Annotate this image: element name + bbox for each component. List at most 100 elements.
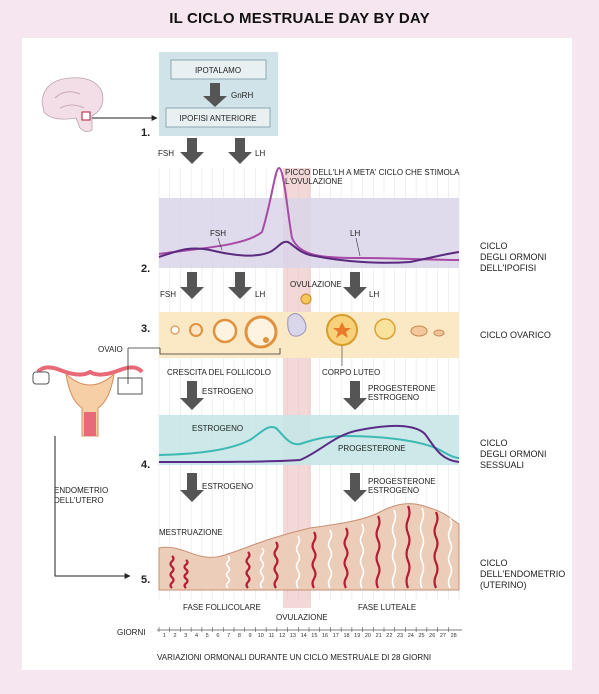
endometrio-connector	[54, 436, 131, 579]
pituitary-band	[159, 198, 459, 268]
fsh-curve	[158, 240, 460, 264]
day-tick-label: 6	[216, 633, 219, 639]
mestruazione-label: MESTRUAZIONE	[159, 528, 223, 537]
endometrium-vessel	[273, 541, 279, 589]
day-tick-label: 22	[386, 633, 392, 639]
follicles	[170, 313, 445, 349]
picco-label-line2: L'OVULAZIONE	[285, 177, 343, 186]
prog-arrow-1	[343, 381, 367, 410]
step-4: 4.	[141, 459, 150, 471]
prog-label-1a: PROGESTERONE	[368, 384, 436, 393]
endometrium-vessel	[419, 507, 425, 589]
ipotalamo-label: IPOTALAMO	[195, 66, 241, 75]
day-tick-label: 19	[354, 633, 360, 639]
endometrium-vessel	[327, 529, 333, 589]
day-tick-label: 2	[174, 633, 177, 639]
crescita-label: CRESCITA DEL FOLLICOLO	[167, 368, 271, 377]
day-tick-label: 21	[376, 633, 382, 639]
endometrium-vessel	[433, 511, 439, 589]
day-tick-label: 28	[451, 633, 457, 639]
fsh-pointer	[217, 237, 223, 251]
day-tick-label: 26	[429, 633, 435, 639]
day-tick-label: 23	[397, 633, 403, 639]
day-tick-label: 14	[301, 633, 307, 639]
endometrio-label-2: DELL'UTERO	[54, 496, 104, 505]
endometrium-vessel	[169, 555, 175, 589]
ipofisi-box	[165, 107, 271, 128]
endometrium-vessel	[295, 535, 301, 589]
day-tick-label: 1	[163, 633, 166, 639]
ovaio-label: OVAIO	[98, 345, 123, 354]
endometrium-layer	[158, 503, 460, 591]
day-tick-label: 7	[227, 633, 230, 639]
fsh-curve-label: FSH	[210, 229, 226, 238]
endometrium-vessel	[259, 547, 265, 589]
brain-illustration	[41, 77, 104, 132]
endometrium-vessel	[405, 505, 411, 589]
estrogen-arrow-1	[180, 381, 204, 410]
prog-label-2a: PROGESTERONE	[368, 477, 436, 486]
endometrium-vessel	[245, 551, 251, 589]
lh-arrow-3	[343, 272, 367, 299]
endometrium-vessel	[359, 523, 365, 589]
day-tick-label: 13	[290, 633, 296, 639]
section-ormoni-ipofisi-2: DEGLI ORMONI	[480, 252, 547, 262]
fase-follicolare-label: FASE FOLLICOLARE	[183, 603, 261, 612]
giorni-label: GIORNI	[117, 628, 145, 637]
fsh-label-2: FSH	[160, 290, 176, 299]
day-tick-label: 12	[279, 633, 285, 639]
endometrium-vessels	[169, 505, 453, 589]
uterus-illustration	[32, 365, 144, 437]
day-tick-label: 24	[408, 633, 414, 639]
day-tick-label: 11	[269, 633, 275, 639]
endometrium-vessel	[391, 509, 397, 589]
section-ormoni-ipofisi-3: DELL'IPOFISI	[480, 263, 536, 273]
section-endometrio-2: DELL'ENDOMETRIO	[480, 569, 565, 579]
picco-label-line1: PICCO DELL'LH A META' CICLO CHE STIMOLA	[285, 168, 460, 177]
lh-arrow-2	[228, 272, 252, 299]
ovulazione-label-top: OVULAZIONE	[290, 280, 342, 289]
endometrium-vessel	[225, 555, 231, 589]
page-title: IL CICLO MESTRUALE DAY BY DAY	[169, 10, 430, 27]
progesterone-curve	[158, 424, 460, 463]
endometrium-vessel	[183, 559, 189, 589]
estrogen-arrow-2	[180, 473, 204, 502]
ovulation-egg	[300, 293, 312, 305]
endometrium-vessel	[375, 515, 381, 589]
section-ormoni-sessuali-2: DEGLI ORMONI	[480, 449, 547, 459]
section-ormoni-ipofisi-1: CICLO	[480, 241, 508, 251]
estrogeno-curve-label: ESTROGENO	[192, 424, 243, 433]
corpo-luteo-label: CORPO LUTEO	[322, 368, 380, 377]
day-tick-label: 4	[195, 633, 198, 639]
day-tick-label: 20	[365, 633, 371, 639]
prog-arrow-2	[343, 473, 367, 502]
lh-arrow-1	[228, 138, 252, 164]
gnrh-arrow	[203, 83, 227, 107]
endometrium-vessel	[447, 517, 453, 589]
day-tick-label: 9	[249, 633, 252, 639]
fsh-arrow-1	[180, 138, 204, 164]
gnrh-label: GnRH	[231, 91, 253, 100]
sex-hormone-band	[159, 415, 459, 465]
ovulazione-label-bottom: OVULAZIONE	[276, 613, 328, 622]
endometrium-vessel	[343, 527, 349, 589]
day-tick-label: 17	[333, 633, 339, 639]
day-tick-label: 8	[238, 633, 241, 639]
step-2: 2.	[141, 263, 150, 275]
caption: VARIAZIONI ORMONALI DURANTE UN CICLO MES…	[157, 653, 431, 662]
fase-luteale-label: FASE LUTEALE	[358, 603, 416, 612]
day-tick-label: 18	[343, 633, 349, 639]
section-ovarico: CICLO OVARICO	[480, 330, 551, 340]
day-tick-label: 16	[322, 633, 328, 639]
lh-curve	[158, 166, 460, 261]
prog-label-2b: ESTROGENO	[368, 486, 419, 495]
estrogeno-label-2: ESTROGENO	[202, 482, 253, 491]
fsh-label-1: FSH	[158, 149, 174, 158]
endometrium-vessel	[311, 531, 317, 589]
ipotalamo-box	[170, 59, 267, 80]
day-tick-label: 25	[418, 633, 424, 639]
ipofisi-label: IPOFISI ANTERIORE	[180, 114, 257, 123]
estrogeno-label-1: ESTROGENO	[202, 387, 253, 396]
step-1: 1.	[141, 127, 150, 139]
